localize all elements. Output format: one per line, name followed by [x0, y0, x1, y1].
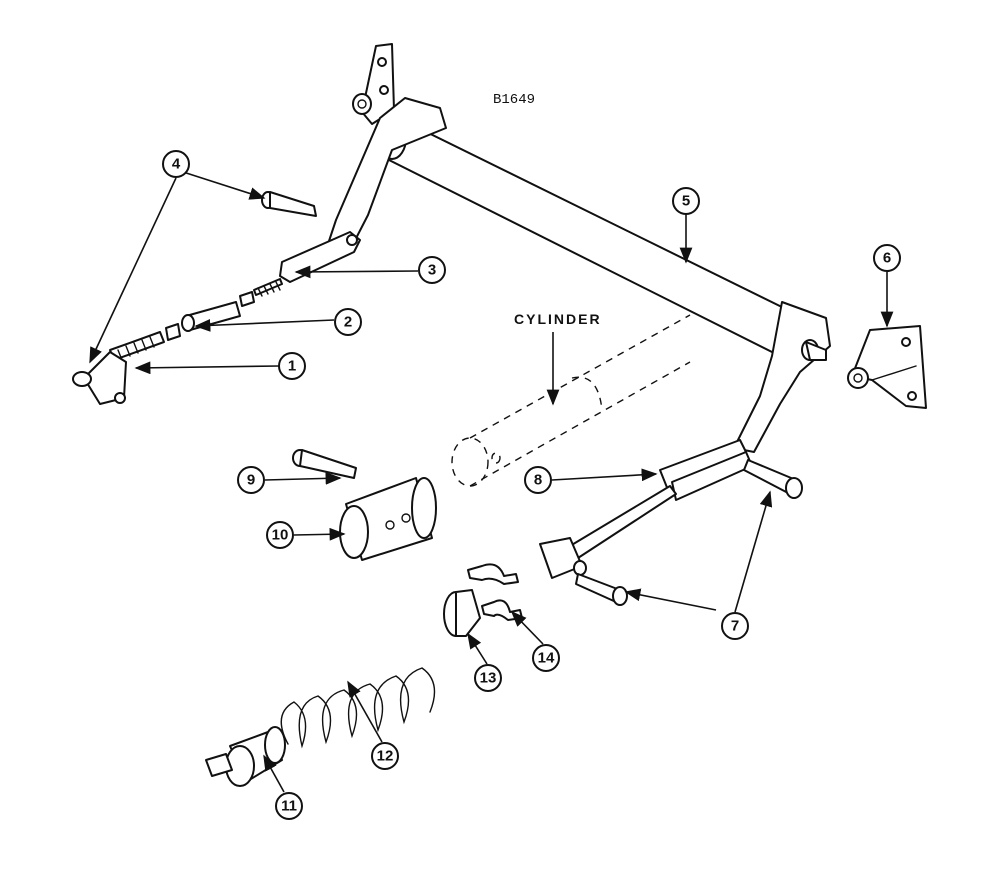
cylinder-outline	[451, 314, 691, 487]
svg-text:14: 14	[538, 650, 555, 667]
svg-text:9: 9	[247, 472, 255, 489]
lower-link-assembly	[539, 439, 753, 579]
svg-text:1: 1	[288, 358, 296, 375]
spring-12	[280, 667, 436, 749]
callout-11: 11	[275, 792, 303, 820]
clevis-pin-upper	[261, 191, 317, 217]
right-mount-bracket	[847, 325, 927, 409]
callout-1: 1	[278, 352, 306, 380]
spring-cup-13	[443, 589, 481, 637]
svg-text:5: 5	[682, 193, 690, 210]
end-fitting-11	[205, 726, 286, 787]
callout-12: 12	[371, 742, 399, 770]
drawing-number: B1649	[493, 92, 535, 108]
adjust-rod-assembly	[72, 278, 283, 405]
callout-2: 2	[334, 308, 362, 336]
svg-text:6: 6	[883, 250, 891, 267]
pin-9	[292, 449, 357, 479]
svg-text:2: 2	[344, 314, 352, 331]
callout-5: 5	[672, 187, 700, 215]
callout-9: 9	[237, 466, 265, 494]
svg-text:8: 8	[534, 472, 542, 489]
svg-text:4: 4	[172, 156, 181, 173]
svg-text:3: 3	[428, 262, 436, 279]
leader-lines	[89, 170, 894, 793]
left-mount-bracket	[352, 43, 395, 125]
sleeve-10	[339, 477, 437, 561]
svg-text:13: 13	[480, 670, 497, 687]
callout-4: 4	[162, 150, 190, 178]
svg-text:12: 12	[377, 748, 394, 765]
clevis-pins-right	[575, 459, 803, 606]
right-lever-arm	[733, 301, 831, 453]
left-lever-arm	[279, 97, 447, 283]
callout-6: 6	[873, 244, 901, 272]
callout-7: 7	[721, 612, 749, 640]
svg-text:11: 11	[281, 798, 297, 815]
callout-14: 14	[532, 644, 560, 672]
svg-text:10: 10	[272, 527, 289, 544]
cylinder-label: CYLINDER	[514, 311, 602, 327]
callout-13: 13	[474, 664, 502, 692]
callout-3: 3	[418, 256, 446, 284]
svg-text:7: 7	[731, 618, 739, 635]
callout-8: 8	[524, 466, 552, 494]
callout-10: 10	[266, 521, 294, 549]
